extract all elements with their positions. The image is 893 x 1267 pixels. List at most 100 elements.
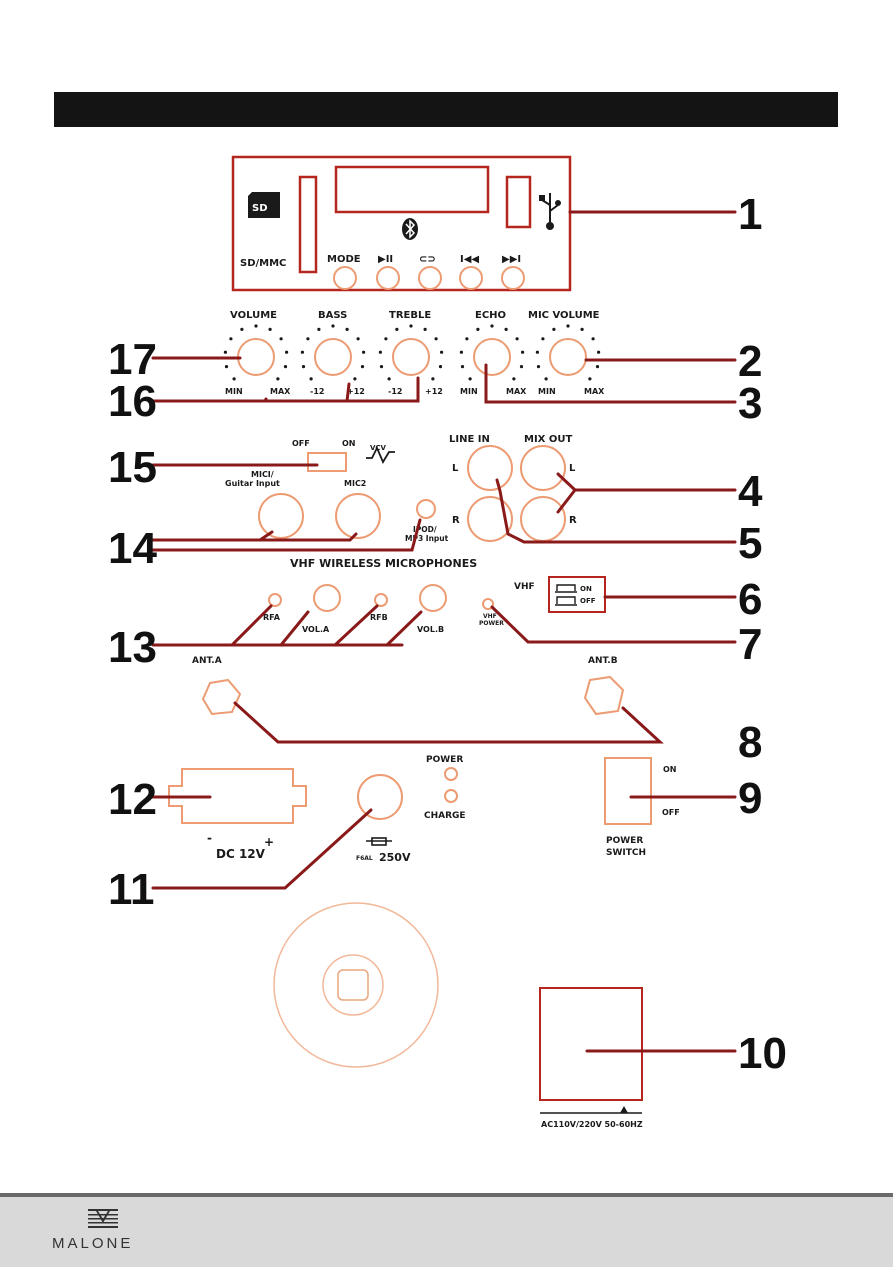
repeat-button[interactable] (418, 266, 442, 290)
fuse-icon (366, 837, 392, 846)
line-in-right-jack[interactable] (467, 496, 513, 542)
knob-scale-dot (395, 327, 399, 331)
vhf-switch-box[interactable] (548, 576, 606, 613)
knob-scale-dot (504, 327, 508, 331)
knob-scale-dot (595, 365, 600, 369)
sd-card-slot (298, 175, 318, 274)
callout-3: 3 (738, 379, 762, 428)
line-in-left-jack[interactable] (467, 445, 513, 491)
mix-out-left-jack[interactable] (520, 445, 566, 491)
speaker-inner-ring (322, 954, 384, 1016)
callout-5: 5 (738, 519, 762, 568)
media-player-panel (231, 155, 572, 292)
knob-scale-dot (360, 365, 365, 369)
knob-scale-dot (379, 365, 384, 369)
play-pause-button[interactable] (376, 266, 400, 290)
echo-knob[interactable] (473, 338, 511, 376)
knob-scale-dot (317, 327, 321, 331)
knob-scale-dot (521, 350, 525, 354)
vhf-label: VHF (514, 582, 535, 592)
knob-scale-dot (356, 337, 360, 341)
ant-a-label: ANT.A (192, 656, 222, 666)
usb-port (505, 175, 532, 229)
dc-input-port[interactable] (168, 768, 307, 824)
mic-volume-max: MAX (584, 387, 605, 396)
ac-inlet[interactable] (539, 987, 643, 1101)
knob-scale-dot (490, 324, 494, 328)
knob-scale-dot (544, 377, 548, 381)
knob-scale-dot (353, 377, 357, 381)
callout-6: 6 (738, 575, 762, 624)
callout-9: 9 (738, 774, 762, 823)
next-button[interactable] (501, 266, 525, 290)
mic2-jack[interactable] (335, 493, 381, 539)
vhf-switch-glyph (555, 584, 577, 606)
dc-minus-label: - (207, 831, 212, 845)
ipod-jack[interactable] (416, 499, 436, 519)
echo-min: MIN (460, 387, 478, 396)
callout-14: 14 (108, 524, 157, 573)
knob-scale-dot (597, 350, 601, 354)
rfa-label: RFA (263, 613, 281, 622)
rfb-indicator (374, 593, 388, 607)
sd-badge-text: SD (252, 203, 268, 214)
vol-a-knob[interactable] (313, 584, 341, 612)
mic1-jack[interactable] (258, 493, 304, 539)
mic-switch-off-label: OFF (292, 439, 310, 448)
charge-led (444, 789, 458, 803)
brand-name: MALONE (52, 1235, 134, 1252)
knob-scale-dot (285, 350, 289, 354)
power-switch[interactable] (604, 757, 652, 825)
knob-scale-dot (387, 377, 391, 381)
knob-scale-dot (580, 327, 584, 331)
fuse-holder[interactable] (357, 774, 403, 820)
mic-volume-knob[interactable] (549, 338, 587, 376)
antenna-b-connector[interactable] (583, 675, 625, 716)
mix-out-right-jack[interactable] (520, 496, 566, 542)
vhf-power-label: VHF (483, 613, 497, 620)
dc-label: DC 12V (216, 847, 266, 861)
rfb-label: RFB (370, 613, 388, 622)
knob-scale-dot (409, 324, 413, 328)
knob-scale-dot (438, 365, 443, 369)
callout-17: 17 (108, 335, 157, 384)
ipod-sub-label: MP3 Input (405, 534, 449, 543)
power-switch-label-1: POWER (606, 836, 643, 846)
knob-scale-dot (423, 327, 427, 331)
mic-mode-switch[interactable] (307, 452, 347, 472)
volume-knob[interactable] (237, 338, 275, 376)
mic1-label: MICI/ (251, 470, 274, 479)
echo-switch-mark: VCV (370, 444, 387, 452)
mix-out-right-label: R (569, 515, 577, 526)
knob-scale-dot (541, 337, 545, 341)
bass-knob[interactable] (314, 338, 352, 376)
rfa-indicator (268, 593, 282, 607)
volume-title: VOLUME (230, 310, 277, 321)
treble-min: -12 (388, 387, 402, 396)
vhf-power-sub-label: POWER (479, 620, 504, 627)
mode-button[interactable] (333, 266, 357, 290)
knob-scale-dot (588, 377, 592, 381)
mic2-label: MIC2 (344, 479, 366, 488)
previous-button[interactable] (459, 266, 483, 290)
fuse-rating-label: 250V (379, 851, 411, 864)
knob-scale-dot (468, 377, 472, 381)
knob-scale-dot (306, 337, 310, 341)
vol-a-label: VOL.A (302, 625, 330, 634)
knob-scale-dot (566, 324, 570, 328)
knob-scale-dot (459, 350, 463, 354)
knob-scale-dot (279, 337, 283, 341)
wireless-title: VHF WIRELESS MICROPHONES (290, 557, 477, 570)
bass-title: BASS (318, 310, 347, 321)
next-label: ▶▶I (502, 254, 521, 265)
speaker-center (337, 969, 369, 1001)
treble-knob[interactable] (392, 338, 430, 376)
power-led-label: POWER (426, 755, 463, 765)
knob-scale-dot (434, 337, 438, 341)
knob-scale-dot (519, 365, 524, 369)
antenna-a-connector[interactable] (201, 678, 242, 716)
power-switch-on-label: ON (663, 765, 677, 774)
echo-max: MAX (506, 387, 527, 396)
vol-b-knob[interactable] (419, 584, 447, 612)
callout-7: 7 (738, 620, 762, 669)
